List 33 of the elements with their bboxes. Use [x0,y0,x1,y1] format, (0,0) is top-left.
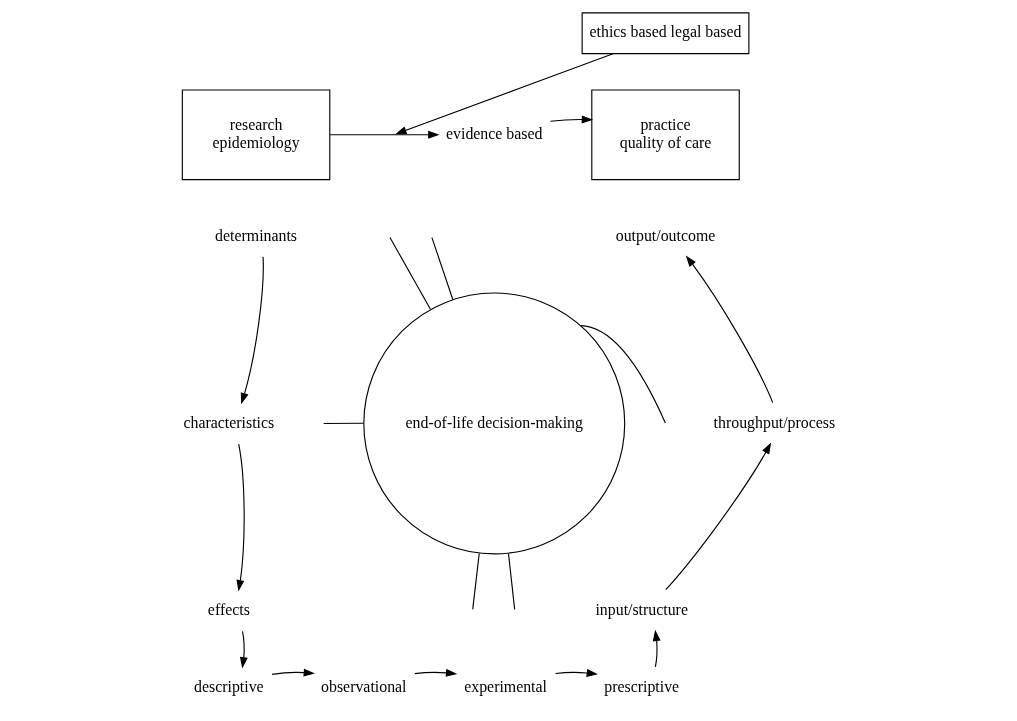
arrow [554,669,598,677]
connector [507,552,515,610]
node-circle: end-of-life decision-making [362,292,625,555]
arrow [394,53,614,135]
node-text: evidence based [445,124,542,142]
arrow [685,255,773,404]
arrow [271,668,315,677]
arrow [240,256,264,405]
arrow [413,668,457,677]
node-text: observational [320,677,407,695]
node-text: characteristics [182,413,274,431]
arrow [239,630,248,669]
node-text: experimental [463,677,547,695]
node-box: research epidemiology [181,89,330,181]
node-text: throughput/process [713,413,835,431]
node-text: output/outcome [615,226,715,244]
node-box: practice quality of care [590,89,740,181]
arrow [652,629,661,668]
node-text: descriptive [193,677,264,695]
node-text: prescriptive [603,677,679,695]
node-box: ethics based legal based [581,12,749,55]
connector [322,422,364,424]
arrow [236,443,245,592]
arrow [549,115,593,124]
connector [388,237,431,310]
connector [471,552,480,610]
connector [430,237,453,301]
arrow [328,130,439,139]
node-text: effects [207,600,250,618]
node-text: determinants [214,226,297,244]
arrow [664,442,771,591]
node-text: input/structure [594,600,688,618]
connector [579,325,666,424]
